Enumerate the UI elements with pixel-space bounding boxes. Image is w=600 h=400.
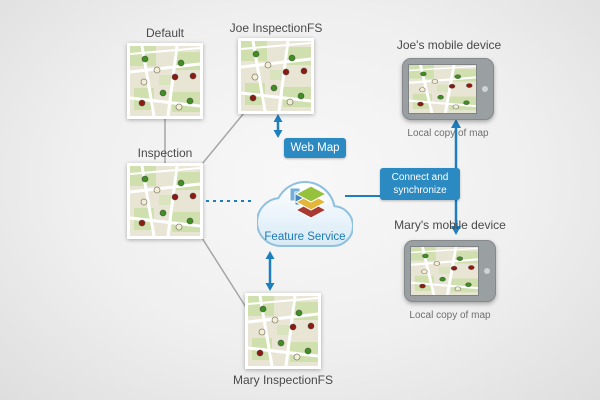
map-image — [241, 41, 311, 111]
mary-tablet-screen — [410, 246, 479, 296]
inspection-label: Inspection — [137, 146, 193, 160]
web-map-badge: Web Map — [284, 138, 346, 158]
layers-stack-icon — [294, 185, 328, 219]
default-label: Default — [145, 26, 185, 40]
map-thumbnail-default — [127, 43, 203, 119]
home-button-icon — [482, 86, 488, 92]
feature-service-cloud-icon — [257, 166, 353, 250]
mary-inspectionfs-label: Mary InspectionFS — [232, 373, 334, 387]
mary-device-title: Mary's mobile device — [394, 218, 506, 232]
joe-inspectionfs-label: Joe InspectionFS — [229, 21, 323, 35]
map-thumbnail-mary-inspectionfs — [245, 293, 321, 369]
mary-tablet-icon — [404, 240, 496, 302]
joe-device-title: Joe's mobile device — [396, 38, 502, 52]
map-image — [130, 46, 200, 116]
map-image — [248, 296, 318, 366]
mary-device-caption: Local copy of map — [409, 310, 491, 321]
map-thumbnail-joe-inspectionfs — [238, 38, 314, 114]
map-image — [409, 65, 476, 113]
home-button-icon — [484, 268, 490, 274]
joe-tablet-screen — [408, 64, 477, 114]
joe-device-caption: Local copy of map — [407, 128, 489, 139]
joe-tablet-icon — [402, 58, 494, 120]
map-image — [130, 166, 200, 236]
connect-synchronize-label: Connect and synchronize — [380, 168, 460, 200]
map-image — [411, 247, 478, 295]
map-thumbnail-inspection — [127, 163, 203, 239]
feature-service-label: Feature Service — [264, 231, 346, 243]
